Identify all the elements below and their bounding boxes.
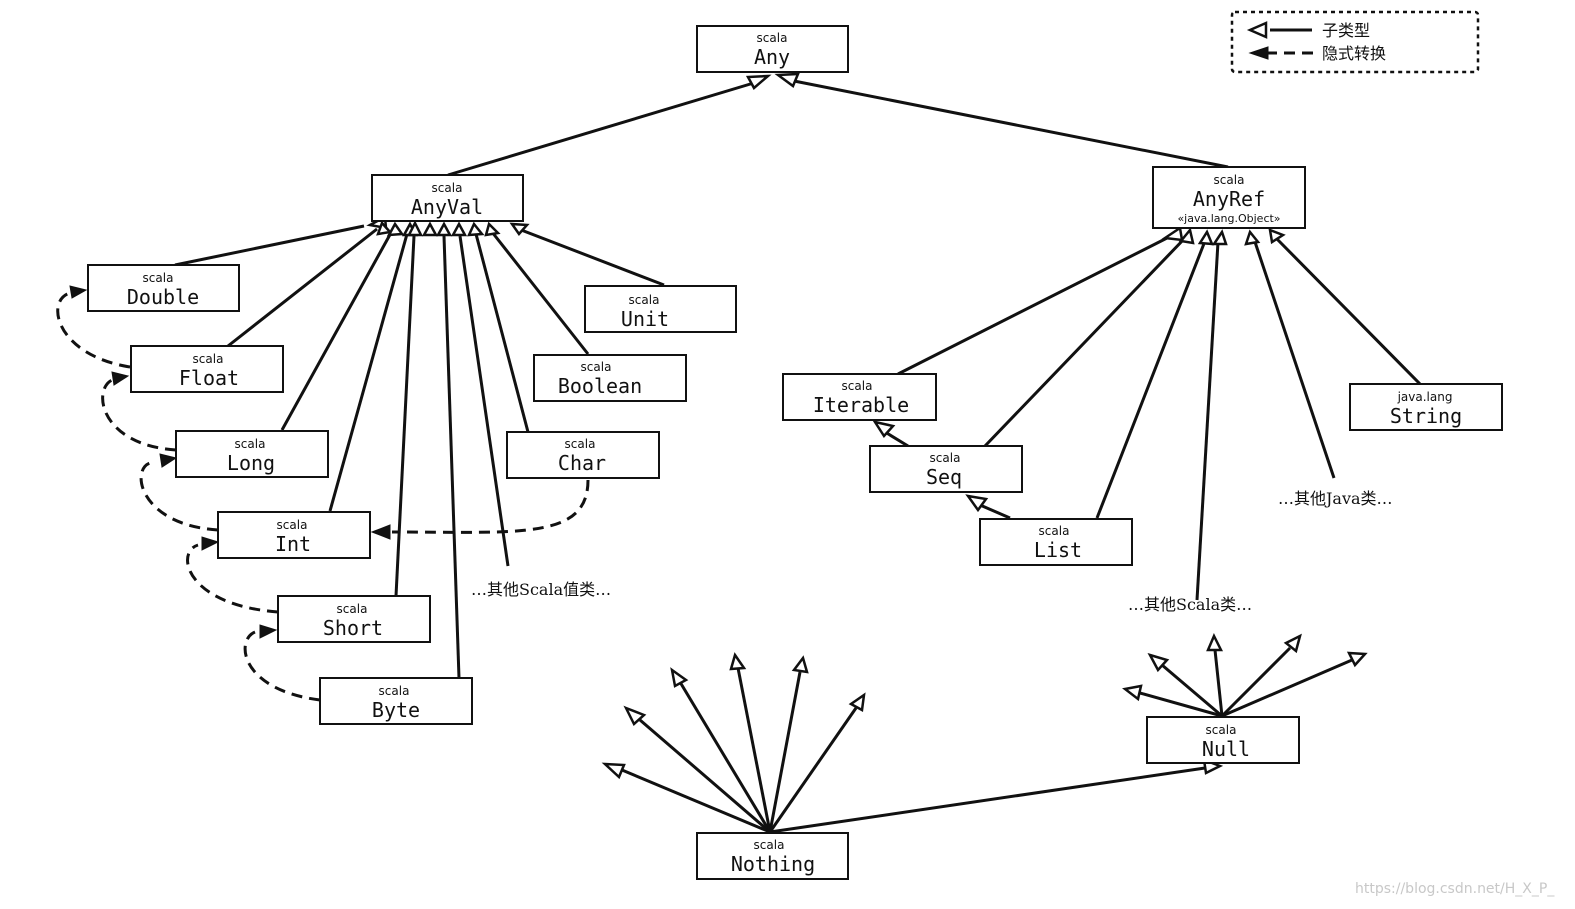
- type-float: scala Float: [130, 345, 284, 393]
- type-nothing: scala Nothing: [696, 832, 849, 880]
- implicit-long-float: [101, 378, 177, 452]
- type-anyval-package: scala: [432, 181, 463, 195]
- type-int-package: scala: [277, 518, 308, 532]
- type-null-package: scala: [1206, 723, 1237, 737]
- implicit-char-int: [391, 479, 590, 534]
- type-iterable-package: scala: [842, 379, 873, 393]
- type-null-name: Null: [1202, 737, 1250, 761]
- type-seq-name: Seq: [926, 465, 962, 489]
- type-long: scala Long: [175, 430, 329, 478]
- type-any-name: Any: [754, 45, 790, 69]
- type-unit-package: scala: [629, 293, 660, 307]
- type-string-name: String: [1390, 404, 1462, 428]
- edge-seq-iterable: [884, 430, 909, 448]
- subtype-arrowheads: [366, 72, 1368, 780]
- legend: 子类型 隐式转换: [1230, 10, 1480, 74]
- edge-double-anyval: [174, 224, 365, 267]
- type-any-package: scala: [757, 31, 788, 45]
- edge-float-anyval: [227, 227, 378, 348]
- type-list-name: List: [1034, 538, 1082, 562]
- edge-long-anyval: [280, 230, 394, 431]
- type-char-package: scala: [565, 437, 596, 451]
- legend-implicit-arrow: [1248, 46, 1314, 60]
- edge-list-anyref: [1095, 240, 1207, 519]
- type-string-package: java.lang: [1397, 390, 1453, 404]
- edge-boolean-anyval: [490, 231, 590, 355]
- type-float-package: scala: [193, 352, 224, 366]
- type-int-name: Int: [275, 532, 311, 556]
- edge-byte-anyval: [442, 235, 461, 679]
- type-anyref-package: scala: [1214, 173, 1245, 187]
- edge-list-seq: [979, 503, 1011, 520]
- edge-unit-anyval: [515, 226, 665, 287]
- legend-frame: [1230, 10, 1480, 74]
- type-unit: scala Unit: [584, 285, 737, 333]
- legend-implicit-label: 隐式转换: [1322, 44, 1386, 63]
- type-nothing-name: Nothing: [731, 852, 815, 876]
- type-iterable: scala Iterable: [782, 373, 937, 421]
- type-list: scala List: [979, 518, 1133, 566]
- type-string: java.lang String: [1349, 383, 1503, 431]
- type-short: scala Short: [277, 595, 431, 643]
- edge-seq-anyref: [983, 236, 1187, 448]
- edge-anyref-any: [788, 78, 1229, 169]
- type-double-name: Double: [127, 285, 199, 309]
- type-list-package: scala: [1039, 524, 1070, 538]
- edge-anyval-any: [447, 80, 758, 177]
- implicit-conversion-edges: [56, 285, 590, 702]
- type-long-package: scala: [235, 437, 266, 451]
- legend-subtype-label: 子类型: [1322, 21, 1370, 40]
- type-boolean: scala Boolean: [533, 354, 687, 402]
- type-char: scala Char: [506, 431, 660, 479]
- type-null: scala Null: [1146, 716, 1300, 764]
- type-byte-name: Byte: [372, 698, 420, 722]
- note-other-scala-classes: …其他Scala类…: [1128, 595, 1252, 614]
- type-boolean-package: scala: [581, 360, 612, 374]
- type-short-package: scala: [337, 602, 368, 616]
- type-boolean-name: Boolean: [558, 374, 642, 398]
- note-other-java-classes: …其他Java类…: [1278, 489, 1393, 508]
- implicit-short-int: [186, 543, 279, 614]
- legend-subtype-arrow: [1246, 21, 1312, 39]
- type-double-package: scala: [143, 271, 174, 285]
- implicit-byte-short: [243, 630, 321, 702]
- note-other-scala-value-classes: …其他Scala值类…: [471, 580, 611, 599]
- edge-other-java-anyref: [1253, 241, 1336, 479]
- type-seq: scala Seq: [869, 445, 1023, 493]
- edge-int-anyval: [328, 233, 409, 512]
- edge-short-anyval: [394, 235, 416, 597]
- edge-string-anyref: [1274, 236, 1422, 386]
- type-anyref: scala AnyRef «java.lang.Object»: [1152, 166, 1306, 229]
- type-float-name: Float: [179, 366, 239, 390]
- type-short-name: Short: [323, 616, 383, 640]
- type-seq-package: scala: [930, 451, 961, 465]
- type-nothing-package: scala: [754, 838, 785, 852]
- edge-other-scala-values-anyval: [458, 235, 510, 567]
- type-anyval-name: AnyVal: [411, 195, 483, 219]
- type-anyref-alias: «java.lang.Object»: [1177, 212, 1280, 225]
- type-byte-package: scala: [379, 684, 410, 698]
- type-byte: scala Byte: [319, 677, 473, 725]
- type-unit-name: Unit: [621, 307, 669, 331]
- type-anyval: scala AnyVal: [371, 174, 524, 222]
- type-iterable-name: Iterable: [813, 393, 909, 417]
- type-char-name: Char: [558, 451, 606, 475]
- implicit-int-long: [139, 461, 219, 532]
- edge-iterable-anyref: [897, 233, 1174, 376]
- type-long-name: Long: [227, 451, 275, 475]
- type-int: scala Int: [217, 511, 371, 559]
- edge-char-anyval: [474, 233, 530, 433]
- watermark: https://blog.csdn.net/H_X_P_: [1355, 881, 1555, 897]
- edge-nothing-null: [769, 766, 1206, 834]
- edge-other-scala-anyref: [1195, 241, 1220, 601]
- type-any: scala Any: [696, 25, 849, 73]
- implicit-float-double: [56, 291, 131, 369]
- type-double: scala Double: [87, 264, 240, 312]
- type-anyref-name: AnyRef: [1193, 187, 1265, 211]
- subtype-edges: [174, 78, 1422, 834]
